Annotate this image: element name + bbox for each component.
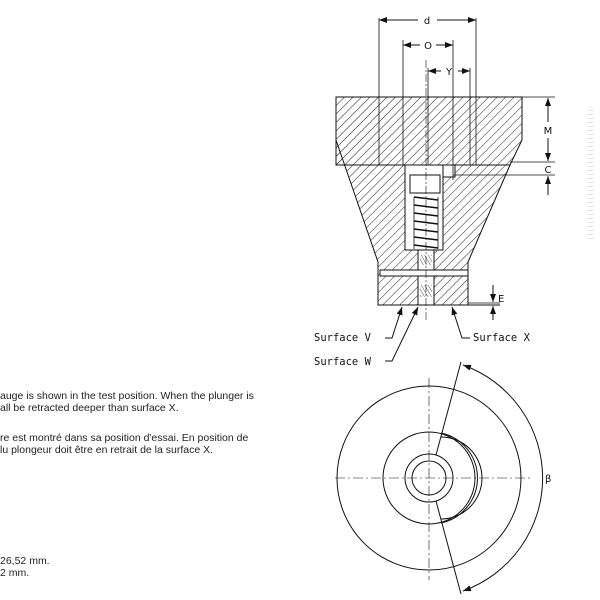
surface-w-label: Surface W bbox=[314, 356, 372, 368]
surface-v-label: Surface V bbox=[314, 332, 372, 344]
plan-view bbox=[335, 361, 544, 595]
section-view bbox=[335, 18, 555, 320]
note-fr-line-1: re est montré dans sa position d'essai. … bbox=[0, 432, 249, 444]
dimension-e: E bbox=[490, 285, 504, 320]
dimension-m: M bbox=[544, 98, 553, 161]
note-en-line-2: all be retracted deeper than surface X. bbox=[0, 402, 179, 414]
surface-x-label: Surface X bbox=[473, 332, 531, 344]
surface-leaders bbox=[385, 306, 470, 362]
dim-d-label: d bbox=[424, 16, 430, 27]
beta-label: β bbox=[545, 474, 551, 485]
faint-vertical-text bbox=[588, 110, 594, 240]
dimension-d: d bbox=[379, 16, 476, 27]
note-en-line-1: auge is shown in the test position. When… bbox=[0, 390, 254, 402]
dimension-note-1: 26,52 mm. bbox=[0, 555, 50, 567]
dim-y-label: Y bbox=[445, 67, 453, 78]
note-fr-line-2: lu plongeur doit être en retrait de la s… bbox=[0, 444, 214, 456]
dimension-c: C bbox=[545, 165, 552, 195]
dimension-note-2: 2 mm. bbox=[0, 567, 30, 579]
dim-e-label: E bbox=[498, 294, 504, 305]
dimension-o: O bbox=[403, 41, 453, 52]
dim-c-label: C bbox=[545, 165, 552, 176]
dimension-y: Y bbox=[428, 67, 470, 78]
dim-o-label: O bbox=[424, 41, 432, 52]
dim-m-label: M bbox=[544, 126, 553, 137]
